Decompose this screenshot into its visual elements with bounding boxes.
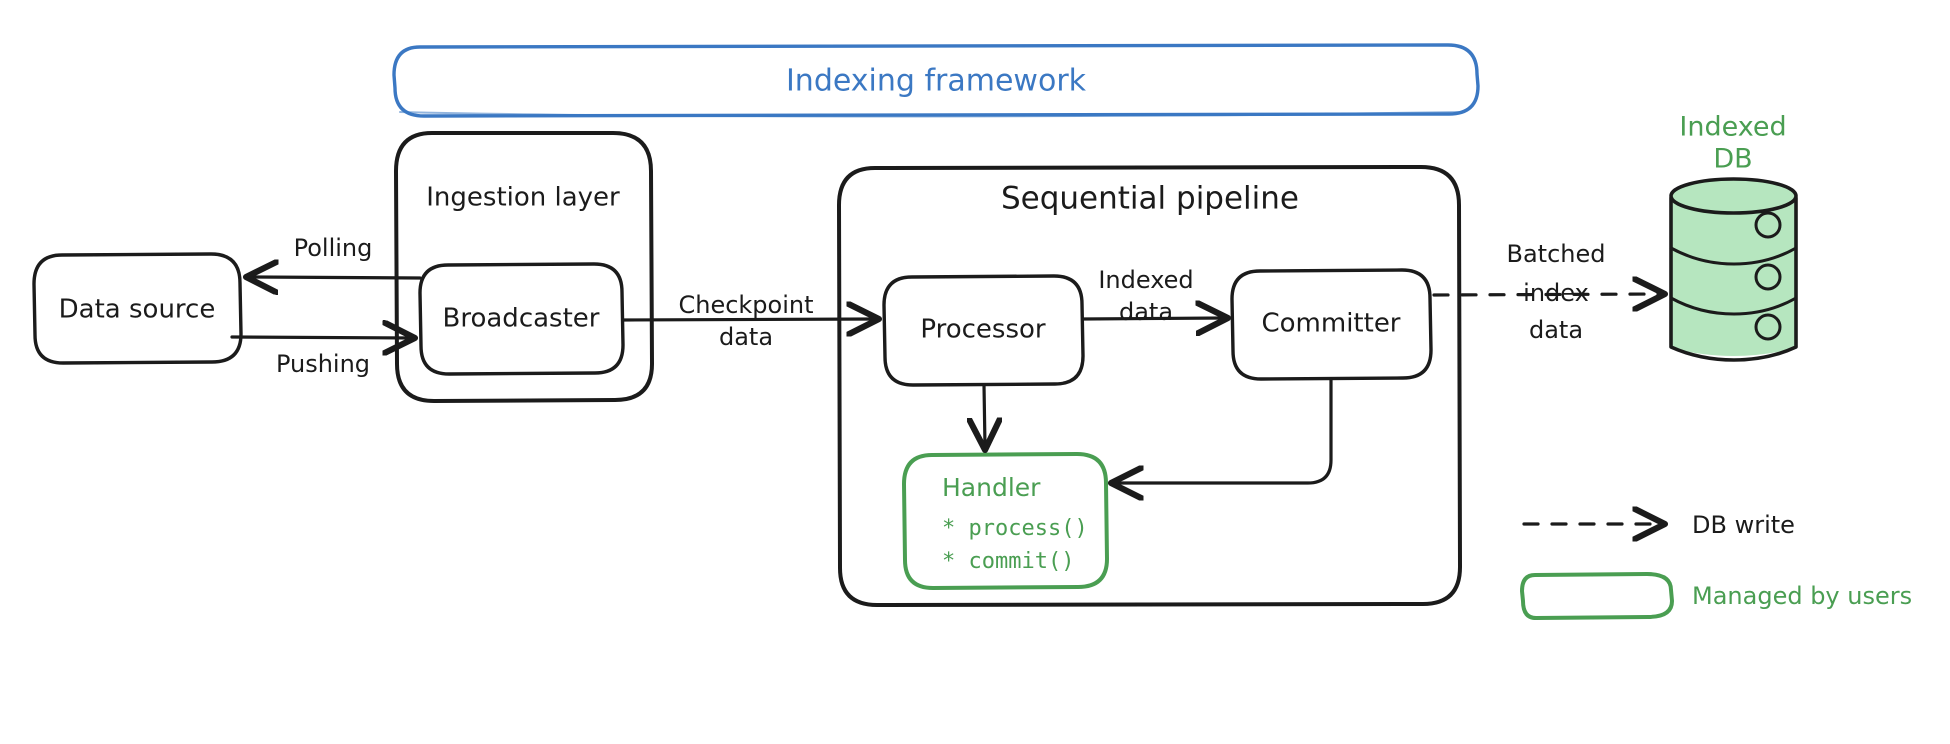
edge-pushing-label: Pushing: [276, 350, 370, 378]
db-indicator-circle-2: [1754, 263, 1782, 291]
node-processor[interactable]: Processor: [882, 274, 1085, 387]
node-processor-label: Processor: [920, 315, 1046, 345]
edge-batched-index-data-label-line3: data: [1529, 316, 1583, 344]
edge-processor-to-handler: [984, 383, 985, 447]
edge-pushing: Pushing: [230, 337, 412, 378]
node-committer[interactable]: Committer: [1230, 268, 1433, 381]
edge-polling: Polling: [249, 234, 422, 278]
node-broadcaster-label: Broadcaster: [443, 304, 600, 334]
node-data-source[interactable]: Data source: [32, 252, 243, 365]
edge-indexed-data-label-line1: Indexed: [1098, 266, 1193, 294]
group-ingestion-layer: Ingestion layer: [394, 131, 654, 403]
edge-batched-index-data: Batched index data: [1432, 240, 1662, 344]
indexed-db-label-line1: Indexed: [1679, 112, 1786, 143]
edge-batched-index-data-label-line1: Batched: [1507, 240, 1606, 268]
edge-indexed-data-label-line2: data: [1119, 298, 1173, 326]
edge-polling-label: Polling: [294, 234, 373, 262]
legend-item-managed-by-users: Managed by users: [1520, 572, 1912, 620]
group-sequential-pipeline: Sequential pipeline: [837, 165, 1462, 607]
legend-item-managed-by-users-label: Managed by users: [1692, 582, 1912, 610]
legend-item-db-write: DB write: [1522, 511, 1795, 539]
edge-checkpoint-data-label-line2: data: [719, 323, 773, 351]
handler-method-commit: * commit(): [942, 549, 1074, 574]
edge-committer-to-handler: [1114, 377, 1333, 483]
node-indexed-db[interactable]: Indexed DB: [1669, 112, 1798, 362]
legend: DB write Managed by users: [1520, 511, 1912, 620]
edge-checkpoint-data-label-line1: Checkpoint: [678, 291, 813, 319]
node-data-source-label: Data source: [59, 295, 216, 325]
legend-item-db-write-label: DB write: [1692, 511, 1795, 539]
node-handler[interactable]: Handler * process() * commit(): [902, 452, 1109, 590]
group-sequential-pipeline-label: Sequential pipeline: [1001, 181, 1299, 217]
node-committer-label: Committer: [1261, 309, 1400, 339]
db-indicator-circle-3: [1754, 313, 1782, 341]
handler-title: Handler: [942, 473, 1041, 502]
edge-batched-index-data-label-line2: index: [1523, 279, 1589, 307]
framework-banner-label: Indexing framework: [786, 64, 1087, 99]
db-indicator-circle-1: [1754, 211, 1782, 239]
indexed-db-label-line2: DB: [1713, 144, 1752, 175]
edge-indexed-data: Indexed data: [1081, 266, 1225, 326]
indexing-framework-banner: Indexing framework: [392, 43, 1480, 118]
handler-method-process: * process(): [942, 516, 1088, 541]
group-ingestion-layer-label: Ingestion layer: [426, 183, 620, 213]
node-broadcaster[interactable]: Broadcaster: [418, 262, 625, 376]
edge-checkpoint-data: Checkpoint data: [621, 291, 876, 351]
